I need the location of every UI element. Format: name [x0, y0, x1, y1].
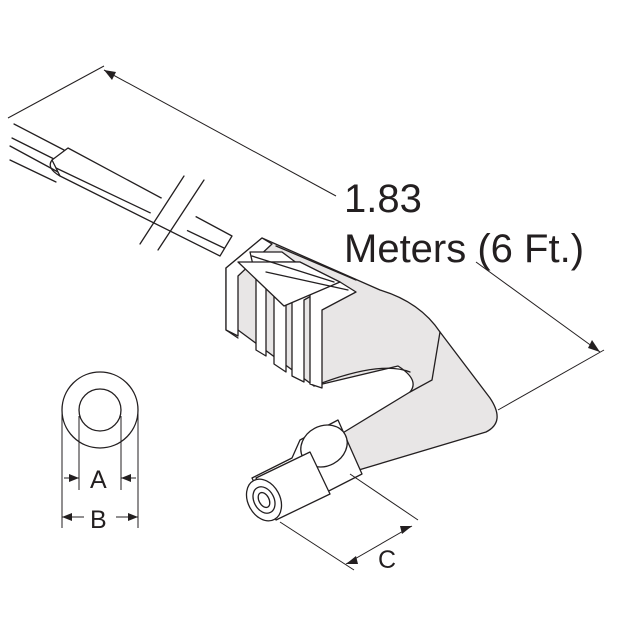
c-dimension-label: C	[378, 546, 396, 574]
a-dimension-label: A	[90, 466, 107, 494]
a-dimension-line	[64, 474, 136, 482]
c-dimension-line	[279, 473, 419, 571]
cable-break-symbol	[139, 175, 212, 251]
length-dimension-line	[7, 65, 605, 411]
strain-relief-ribs	[225, 237, 357, 389]
b-dimension-label: B	[90, 506, 107, 534]
end-view	[61, 371, 139, 528]
length-unit-label: Meters (6 Ft.)	[344, 227, 584, 271]
plug-barrel	[245, 419, 363, 522]
b-dimension-line	[62, 513, 138, 521]
length-value-label: 1.83	[344, 177, 422, 221]
